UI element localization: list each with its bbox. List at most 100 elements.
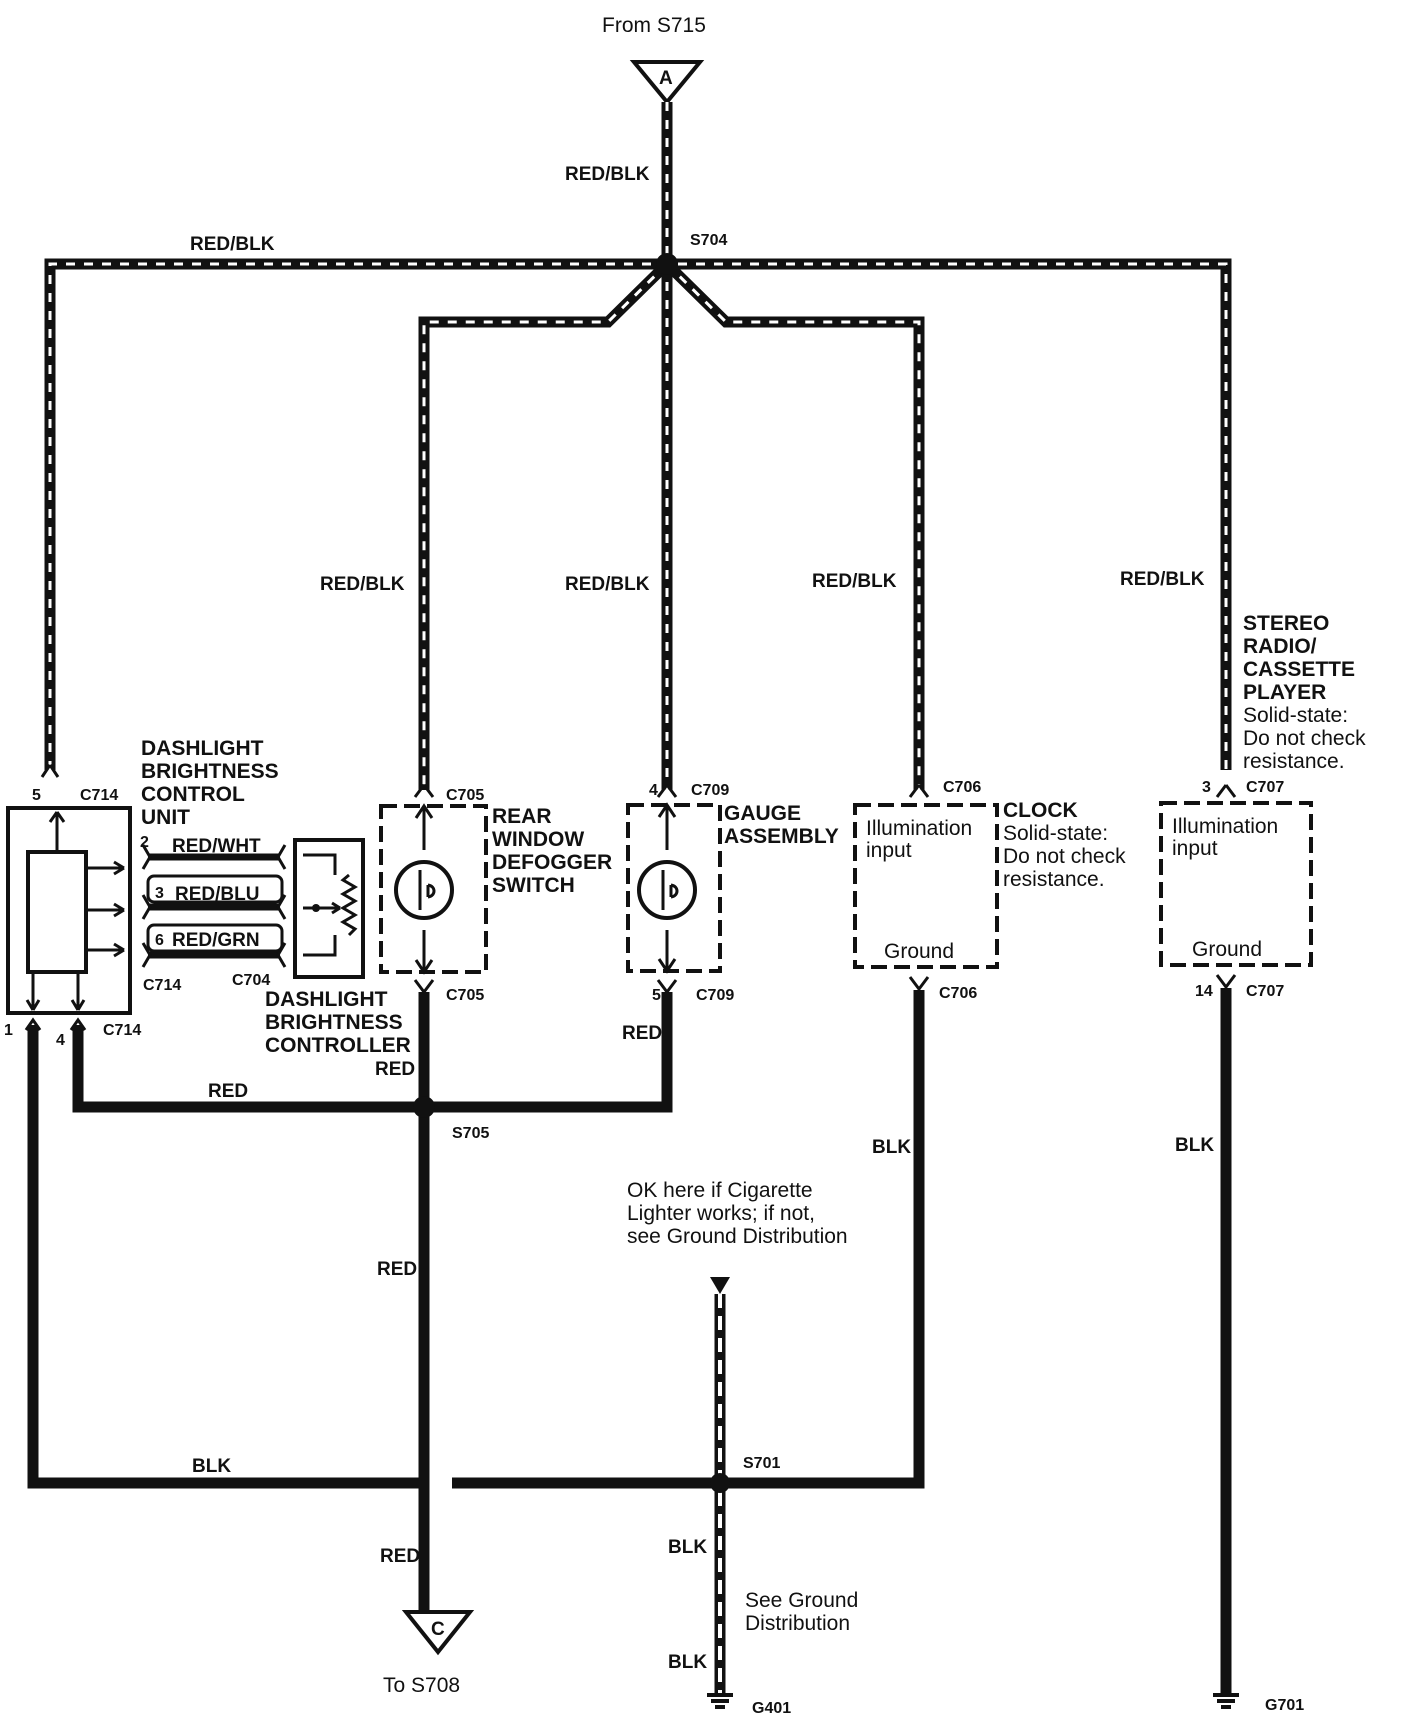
wire-label-red-down1: RED [377,1259,417,1280]
clock-ground-label: Ground [884,940,954,963]
pin-c714-1: 1 [4,1022,13,1039]
defogger-line1: REAR [492,805,552,828]
controller-line3: CONTROLLER [265,1034,411,1057]
defogger-line4: SWITCH [492,874,575,897]
connector-c714-top: C714 [80,787,118,804]
wire-label-red-gauge: RED [622,1023,662,1044]
pin-c714-4: 4 [56,1032,65,1049]
ground-g701-label: G701 [1265,1697,1304,1714]
wire-label-gauge-feed: RED/BLK [565,574,650,595]
pin-2: 2 [140,834,149,851]
ground-g701-symbol [1213,1693,1239,1709]
control-unit-line4: UNIT [141,806,190,829]
wire-label-red-down2: RED [380,1546,420,1567]
connector-c707-bot: C707 [1246,983,1284,1000]
radio-title-line2: RADIO/ [1243,635,1317,658]
clock: C706 Illumination input Ground CLOCK Sol… [853,779,1126,1002]
wire-label-top-left: RED/BLK [190,234,275,255]
clock-note-line3: resistance. [1003,868,1105,891]
ground-note-line1: See Ground [745,1589,858,1612]
control-unit-line1: DASHLIGHT [141,737,264,760]
connector-c705-bot: C705 [446,987,484,1004]
wire-label-clock-feed: RED/BLK [812,571,897,592]
wire-label-blk-bus: BLK [192,1456,231,1477]
wire-label-switch-feed: RED/BLK [320,574,405,595]
wire-label-radio-feed: RED/BLK [1120,569,1205,590]
pin-3: 3 [155,885,164,902]
clock-illum-line1: Illumination [866,817,972,840]
wire-label-red-switch: RED [375,1059,415,1080]
wire-label-blk-radio: BLK [1175,1135,1214,1156]
red-blk-wires [44,102,1232,790]
connector-c705-top: C705 [446,787,484,804]
source-label: From S715 [602,14,706,37]
connector-c706-top: C706 [943,779,981,796]
clock-note-line1: Solid-state: [1003,822,1108,845]
gauge-line1: GAUGE [724,802,801,825]
defogger-line3: DEFOGGER [492,851,612,874]
wire-label-blk-clock: BLK [872,1137,911,1158]
radio-illum-line2: input [1172,837,1218,860]
radio-title-line1: STEREO [1243,612,1329,635]
connector-c714-mid: C714 [143,977,181,994]
radio-title-line3: CASSETTE [1243,658,1355,681]
clock-note-line2: Do not check [1003,845,1126,868]
lower-wires [27,988,1232,1695]
connector-c709-bot: C709 [696,987,734,1004]
splice-s704-dot [656,253,678,275]
splice-s705-dot [413,1096,435,1118]
ground-branch-arrow [710,1277,730,1294]
destination-label: To S708 [383,1674,460,1697]
pin-6: 6 [155,932,164,949]
controller-link-wires [141,844,287,968]
controller-line2: BRIGHTNESS [265,1011,403,1034]
connector-c714-bot: C714 [103,1022,141,1039]
clock-title: CLOCK [1003,799,1078,822]
connector-c707-top: C707 [1246,779,1284,796]
clock-illum-line2: input [866,839,912,862]
pin-c709-5: 5 [652,987,661,1004]
radio-note-line2: Do not check [1243,727,1366,750]
pin-c707-14: 14 [1195,983,1213,1000]
connector-c-letter: C [431,1619,445,1640]
radio-note-line1: Solid-state: [1243,704,1348,727]
cigarette-note-line3: see Ground Distribution [627,1225,848,1248]
splice-s705-label: S705 [452,1125,489,1142]
connector-c706-bot: C706 [939,985,977,1002]
dashlight-control-unit: 5 C714 DASHLIGHT BRIGHTNESS CONTROL UNIT [6,737,279,1015]
splice-s704-label: S704 [690,232,727,249]
connector-a-letter: A [659,68,673,89]
ground-g401-label: G401 [752,1700,791,1717]
connector-c-symbol [401,1610,475,1656]
radio-title-line4: PLAYER [1243,681,1326,704]
splice-s701-dot [710,1473,730,1493]
gauge-assembly: 4 C709 GAUGE ASSEMBLY 5 C709 [626,782,839,1004]
brightness-controller: DASHLIGHT BRIGHTNESS CONTROLLER [265,838,411,1057]
stereo-radio: STEREO RADIO/ CASSETTE PLAYER Solid-stat… [1159,612,1366,1000]
ground-note-line2: Distribution [745,1612,850,1635]
defogger-line2: WINDOW [492,828,584,851]
radio-illum-line1: Illumination [1172,815,1278,838]
radio-note-line3: resistance. [1243,750,1345,773]
connector-c704: C704 [232,972,270,989]
cigarette-note-line2: Lighter works; if not, [627,1202,815,1225]
pin-c714-5: 5 [32,787,41,804]
wire-label-red-grn: RED/GRN [172,930,260,951]
wire-label-red-bus: RED [208,1081,248,1102]
control-unit-line2: BRIGHTNESS [141,760,279,783]
splice-s701-label: S701 [743,1455,780,1472]
defogger-switch: C705 REAR WINDOW DEFOGGER SWITCH C705 [379,784,612,1004]
wire-label-main-in: RED/BLK [565,164,650,185]
radio-ground-label: Ground [1192,938,1262,961]
control-unit-line3: CONTROL [141,783,245,806]
wire-label-blk-ground2: BLK [668,1652,707,1673]
wire-label-red-blu: RED/BLU [175,884,259,905]
connector-a-symbol [629,60,705,106]
pin-c709-4: 4 [649,782,658,799]
controller-line1: DASHLIGHT [265,988,388,1011]
connector-c709-top: C709 [691,782,729,799]
cigarette-note-line1: OK here if Cigarette [627,1179,813,1202]
gauge-line2: ASSEMBLY [724,825,839,848]
